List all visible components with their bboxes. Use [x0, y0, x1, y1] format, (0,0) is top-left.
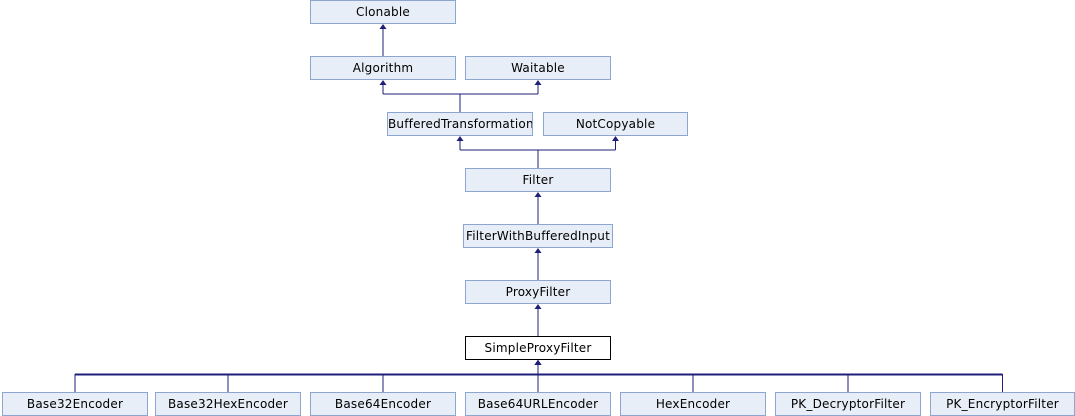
class-node-pk_encryptorfilter[interactable]: PK_EncryptorFilter — [930, 392, 1075, 416]
class-node-base64encoder[interactable]: Base64Encoder — [310, 392, 456, 416]
class-node-filter[interactable]: Filter — [465, 168, 611, 192]
class-node-filterwithbufferedinput[interactable]: FilterWithBufferedInput — [463, 224, 613, 248]
class-node-proxyfilter[interactable]: ProxyFilter — [465, 280, 611, 304]
class-node-clonable[interactable]: Clonable — [310, 0, 456, 24]
class-node-pk_decryptorfilter[interactable]: PK_DecryptorFilter — [775, 392, 921, 416]
class-node-waitable[interactable]: Waitable — [465, 56, 611, 80]
class-node-bufferedtransformation[interactable]: BufferedTransformation — [387, 112, 533, 136]
class-node-base32encoder[interactable]: Base32Encoder — [2, 392, 148, 416]
class-node-hexencoder[interactable]: HexEncoder — [620, 392, 766, 416]
class-node-algorithm[interactable]: Algorithm — [310, 56, 456, 80]
class-node-simpleproxyfilter: SimpleProxyFilter — [465, 336, 611, 360]
class-node-notcopyable[interactable]: NotCopyable — [543, 112, 688, 136]
class-node-base64urlencoder[interactable]: Base64URLEncoder — [465, 392, 611, 416]
class-node-base32hexencoder[interactable]: Base32HexEncoder — [155, 392, 301, 416]
